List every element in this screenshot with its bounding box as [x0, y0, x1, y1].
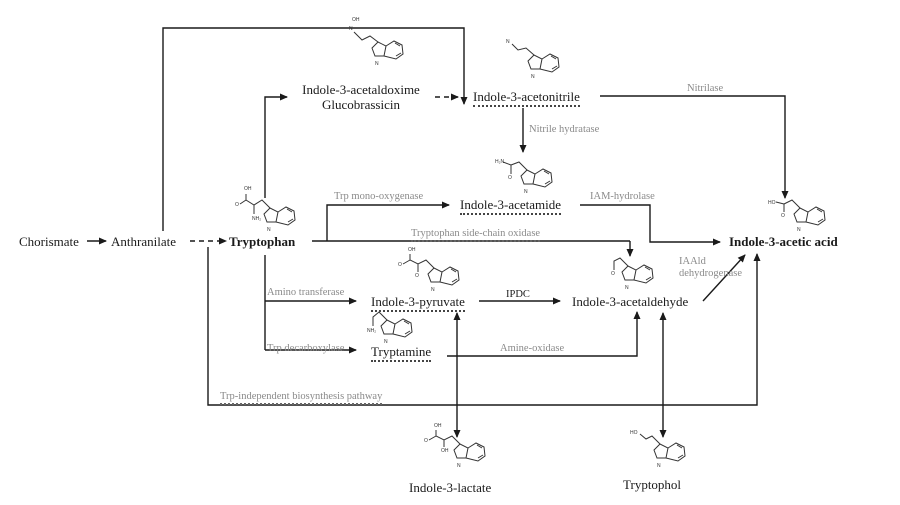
svg-text:N: N: [267, 227, 271, 233]
compound-ian-label: Indole-3-acetonitrile: [473, 89, 580, 107]
compound-indole-3-pyruvate: Indole-3-pyruvate: [371, 294, 465, 312]
arrow-trp-iam: [326, 201, 450, 241]
arrow-trp-independent: [207, 247, 761, 406]
svg-text:HO: HO: [768, 200, 776, 206]
svg-text:N: N: [349, 26, 353, 32]
svg-text:OH: OH: [352, 17, 360, 23]
compound-ipa-label: Indole-3-pyruvate: [371, 294, 465, 312]
svg-text:H₂N: H₂N: [495, 159, 505, 165]
compound-indole-3-lactate: Indole-3-lactate: [409, 480, 492, 495]
enzyme-trp-mono-oxygenase: Trp mono-oxygenase: [334, 191, 424, 202]
enzyme-iaald-dh-line1: IAAld: [679, 256, 706, 267]
arrow-tam-iaald: [447, 311, 641, 357]
enzyme-amine-oxidase: Amine-oxidase: [500, 343, 565, 354]
enzyme-tsco-label: Tryptophan side-chain oxidase: [411, 228, 541, 242]
svg-text:O: O: [235, 202, 239, 208]
structure-iaald: O N: [611, 257, 654, 291]
svg-text:OH: OH: [408, 247, 416, 253]
structure-ian: N N: [506, 39, 560, 80]
structure-ipa: OH O O N: [398, 247, 460, 293]
svg-text:N: N: [797, 227, 801, 233]
svg-text:N: N: [457, 463, 461, 469]
svg-text:N: N: [625, 285, 629, 291]
svg-text:O: O: [781, 213, 785, 219]
arrow-anthranilate-ian: [162, 27, 468, 231]
svg-text:N: N: [384, 339, 388, 345]
svg-text:NH₂: NH₂: [252, 216, 261, 222]
enzyme-amino-transferase: Amino transferase: [267, 287, 345, 298]
compound-indole-3-acetonitrile: Indole-3-acetonitrile: [473, 89, 580, 107]
enzyme-iaald-dehydrogenase: IAAld dehydrogenase: [679, 256, 742, 280]
compound-iaox-name: Indole-3-acetaldoxime: [302, 82, 420, 97]
enzyme-tryptophan-side-chain-oxidase: Tryptophan side-chain oxidase: [411, 228, 541, 242]
compound-tryptamine: Tryptamine: [371, 344, 432, 362]
structure-iaox: N OH N: [349, 17, 404, 67]
svg-text:HO: HO: [630, 430, 638, 436]
enzyme-trp-independent-pathway: Trp-independent biosynthesis pathway: [220, 391, 383, 405]
structure-iam: H₂N O N: [495, 159, 553, 195]
svg-text:O: O: [611, 271, 615, 277]
svg-text:N: N: [531, 74, 535, 80]
arrow-trp-iaox: [264, 93, 288, 198]
svg-text:OH: OH: [434, 423, 442, 429]
enzyme-nitrilase: Nitrilase: [687, 83, 724, 94]
compound-indole-3-acetaldehyde: Indole-3-acetaldehyde: [572, 294, 689, 309]
svg-text:OH: OH: [244, 186, 252, 192]
enzyme-iam-hydrolase: IAM-hydrolase: [590, 191, 655, 202]
svg-text:NH₂: NH₂: [367, 328, 376, 334]
svg-text:N: N: [431, 287, 435, 293]
enzyme-trp-decarboxylase: Trp decarboxylase: [267, 343, 345, 354]
svg-text:OH: OH: [441, 448, 449, 454]
structure-tam: NH₂ N: [367, 311, 413, 345]
enzyme-nitrile-hydratase: Nitrile hydratase: [529, 124, 600, 135]
structure-iaa: HO O N: [768, 199, 826, 233]
compound-chorismate: Chorismate: [19, 234, 79, 249]
svg-text:O: O: [415, 273, 419, 279]
structure-ila: OH O OH N: [424, 423, 486, 469]
trp-independent-label: Trp-independent biosynthesis pathway: [220, 391, 383, 405]
enzyme-ipdc: IPDC: [506, 289, 530, 300]
compound-tam-label: Tryptamine: [371, 344, 432, 362]
svg-text:N: N: [524, 189, 528, 195]
enzyme-iaald-dh-line2: dehydrogenase: [679, 268, 742, 279]
svg-text:O: O: [508, 175, 512, 181]
arrow-iaald-iaa: [702, 254, 746, 302]
svg-text:N: N: [506, 39, 510, 45]
compound-tryptophol: Tryptophol: [623, 477, 682, 492]
compound-indole-3-acetamide: Indole-3-acetamide: [460, 197, 562, 215]
compound-glucobrassicin: Glucobrassicin: [322, 97, 400, 112]
arrow-ian-iaa: [600, 95, 789, 199]
compound-iam-label: Indole-3-acetamide: [460, 197, 562, 215]
compound-tryptophan: Tryptophan: [229, 234, 296, 249]
svg-text:N: N: [375, 61, 379, 67]
svg-text:O: O: [398, 262, 402, 268]
compound-indole-3-acetaldoxime: Indole-3-acetaldoxime Glucobrassicin: [302, 82, 420, 112]
compound-indole-3-acetic-acid: Indole-3-acetic acid: [729, 234, 838, 249]
structure-tol: HO N: [630, 430, 686, 469]
arrow-iam-iaa: [580, 204, 721, 246]
compound-anthranilate: Anthranilate: [111, 234, 176, 249]
svg-text:O: O: [424, 438, 428, 444]
svg-text:N: N: [657, 463, 661, 469]
structure-trp: OH O NH₂ N: [235, 186, 296, 233]
